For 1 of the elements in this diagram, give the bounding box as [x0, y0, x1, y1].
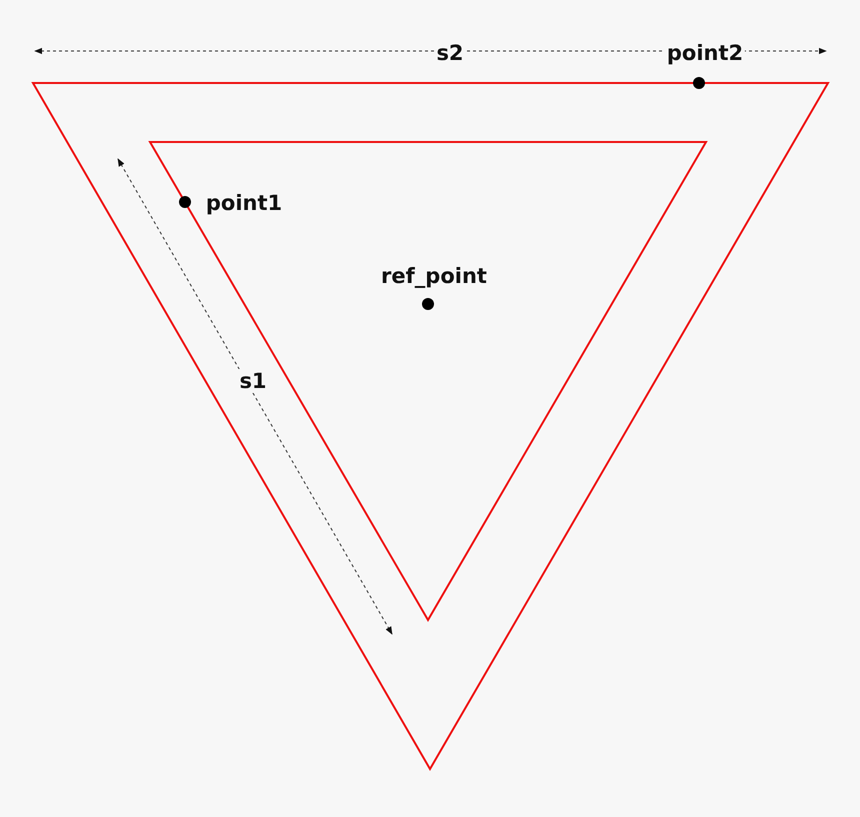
point-label: point2: [664, 41, 746, 65]
